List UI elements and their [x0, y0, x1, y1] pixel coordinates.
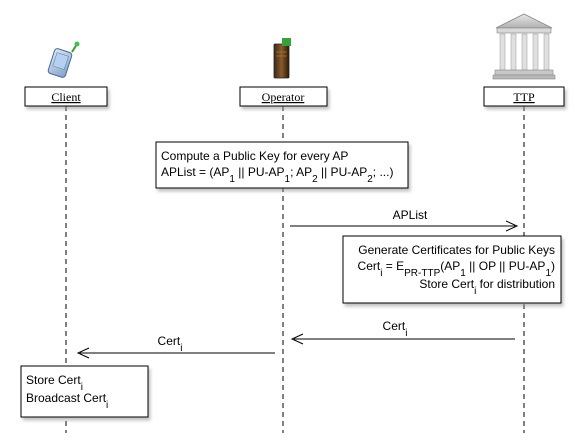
client-label: Client [51, 90, 81, 104]
note-operator-line1: Compute a Public Key for every AP [161, 149, 348, 163]
note-operator-line2: APList = (AP1 || PU-AP1; AP2 || PU-AP2; … [161, 165, 393, 185]
message-cert-ttp-operator: Certi [290, 319, 515, 345]
client-label-box [24, 86, 108, 107]
ttp-label-box [483, 86, 565, 107]
ttp-participant: TTP [483, 13, 565, 107]
note-client-line1: Store Certi [26, 373, 83, 393]
note-client-line2: Broadcast Certi [26, 391, 108, 411]
building-icon [492, 13, 556, 80]
ttp-label: TTP [513, 90, 535, 104]
note-client-store: Store Certi Broadcast Certi [20, 365, 149, 418]
message-aplist-label: APList [393, 208, 428, 222]
message-cert-operator-client: Certi [76, 334, 275, 359]
note-ttp-line1: Generate Certificates for Public Keys [358, 243, 555, 257]
note-ttp-line2: Certi = EPR-TTP(AP1 || OP || PU-AP1) [358, 259, 555, 279]
message-aplist: APList [290, 208, 519, 232]
message-cert-operator-client-label: Certi [158, 334, 183, 354]
operator-label-box [239, 86, 328, 107]
operator-participant: Operator [239, 38, 328, 107]
operator-label: Operator [262, 90, 305, 104]
message-cert-ttp-operator-label: Certi [383, 319, 408, 339]
pda-icon [47, 41, 80, 78]
note-ttp-generate: Generate Certificates for Public Keys Ce… [342, 235, 562, 304]
arrowhead-right-icon [505, 220, 519, 232]
client-participant: Client [24, 41, 108, 107]
arrowhead-left-icon [290, 333, 304, 345]
arrowhead-left-icon [76, 347, 90, 359]
note-operator-compute: Compute a Public Key for every AP APList… [155, 141, 409, 189]
note-ttp-line3: Store Certi for distribution [419, 277, 555, 297]
server-icon [273, 38, 291, 79]
